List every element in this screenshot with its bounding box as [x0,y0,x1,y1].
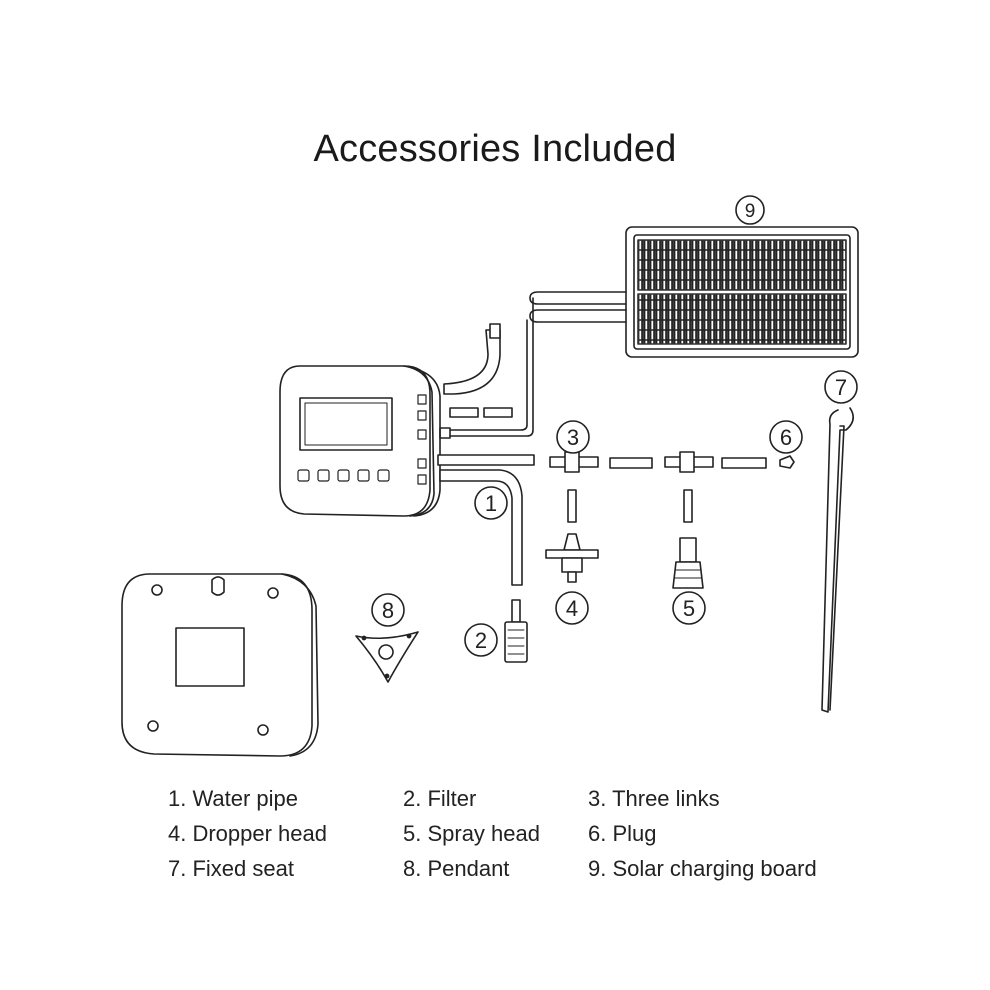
legend-item-three-links: 3. Three links [588,786,720,811]
dropper-head [545,533,599,583]
callout-6-label: 6 [780,425,792,450]
callout-1-label: 1 [485,491,497,516]
legend-item-spray-head: 5. Spray head [403,821,540,846]
callout-9: 9 [735,195,765,225]
callout-8: 8 [371,593,405,627]
callout-5: 5 [672,591,706,625]
callout-2: 2 [464,623,498,657]
callout-1: 1 [474,486,508,520]
legend-item-fixed-seat: 7. Fixed seat [168,856,294,881]
filter [504,599,528,663]
three-links [549,451,767,523]
callout-9-label: 9 [745,201,756,222]
callout-4-label: 4 [566,596,578,621]
legend-item-dropper-head: 4. Dropper head [168,821,327,846]
callout-7: 7 [824,370,858,404]
solar-panel [439,226,859,439]
callout-5-label: 5 [683,596,695,621]
callout-3: 3 [556,420,590,454]
page-title: Accessories Included [313,128,677,170]
water-pipe [437,323,535,586]
controller-back [121,573,319,757]
pendant [355,631,419,683]
callout-3-label: 3 [567,425,579,450]
callout-2-label: 2 [475,628,487,653]
plug [779,455,795,469]
callout-6: 6 [769,420,803,454]
legend-item-filter: 2. Filter [403,786,477,811]
fixed-seat [821,407,854,713]
legend-item-water-pipe: 1. Water pipe [168,786,299,811]
callout-7-label: 7 [835,375,847,400]
controller-front [279,365,441,517]
spray-head [672,537,704,589]
legend-item-solar-charging-board: 9. Solar charging board [588,856,817,881]
legend-item-plug: 6. Plug [588,821,657,846]
callout-8-label: 8 [382,598,394,623]
callout-4: 4 [555,591,589,625]
legend-item-pendant: 8. Pendant [403,856,510,881]
